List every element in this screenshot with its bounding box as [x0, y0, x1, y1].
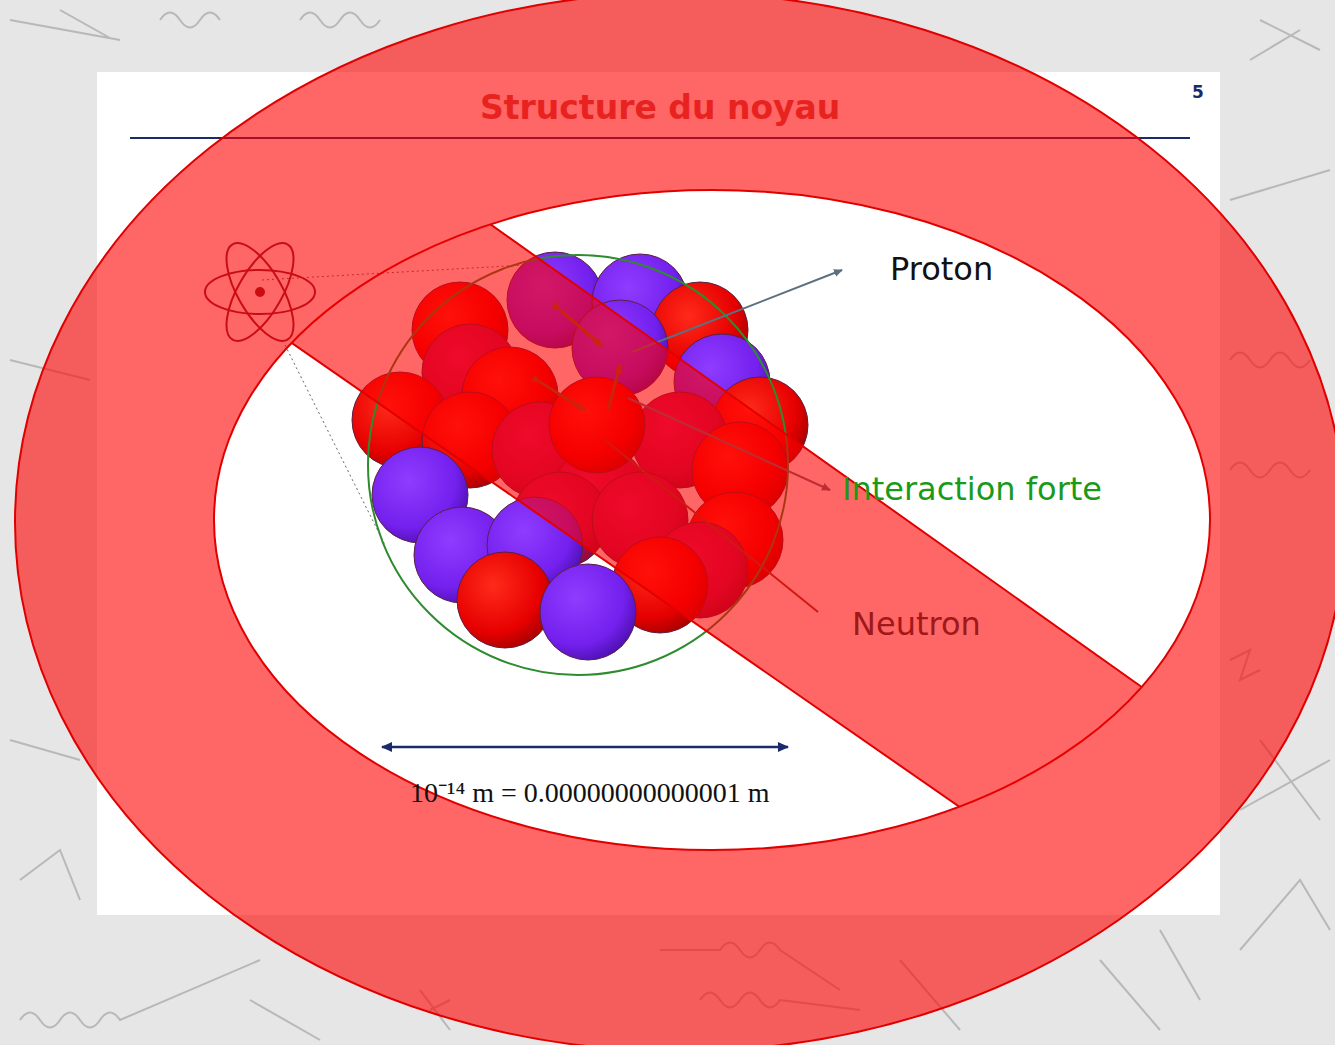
slide-title: Structure du noyau — [480, 88, 840, 127]
leader-line — [632, 270, 842, 352]
nucleon-sphere — [540, 564, 636, 660]
strong-force-label: Interaction forte — [842, 470, 1102, 508]
dimension-label: 10⁻¹⁴ m = 0.00000000000001 m — [410, 772, 770, 810]
proton-label: Proton — [890, 250, 993, 288]
prohibition-ring — [15, 0, 1335, 1045]
page-number: 5 — [1192, 82, 1204, 102]
nucleon-sphere — [457, 552, 553, 648]
prohibition-bar — [230, 160, 1160, 835]
dimension-arrow — [382, 746, 788, 749]
neutron-label: Neutron — [852, 605, 981, 643]
